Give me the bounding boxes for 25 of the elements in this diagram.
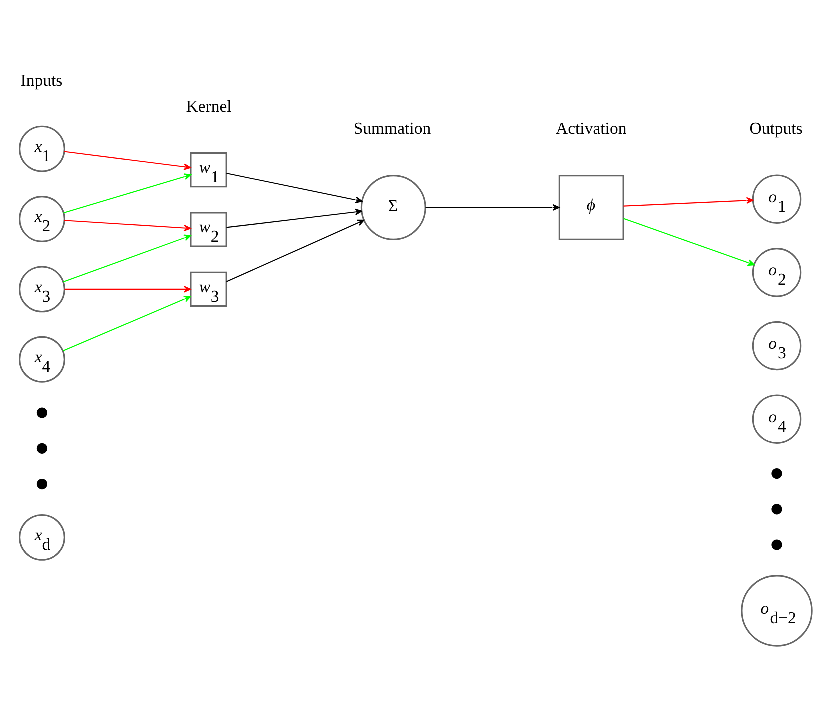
arrow <box>226 208 362 228</box>
label: Kernel <box>186 96 232 116</box>
arrow <box>64 220 192 232</box>
arrow <box>63 234 192 282</box>
label: Summation <box>354 118 432 138</box>
node-dot <box>772 504 782 514</box>
node-dot <box>772 468 782 479</box>
node-dot <box>772 539 782 550</box>
arrow <box>624 196 754 206</box>
node-dot <box>36 407 48 418</box>
arrow <box>64 173 192 214</box>
arrow <box>624 218 755 266</box>
node-dot <box>36 442 48 454</box>
arrow <box>426 204 560 211</box>
label: Activation <box>556 118 627 138</box>
arrow <box>226 219 365 282</box>
node-box: ϕ <box>558 174 624 240</box>
arrow <box>226 172 363 203</box>
node-dot <box>36 478 48 490</box>
label: Outputs <box>750 118 803 138</box>
arrow <box>64 150 192 170</box>
label: Inputs <box>20 70 63 90</box>
arrow <box>64 286 192 292</box>
arrow <box>62 296 192 352</box>
node-circle: Σ <box>360 174 426 240</box>
